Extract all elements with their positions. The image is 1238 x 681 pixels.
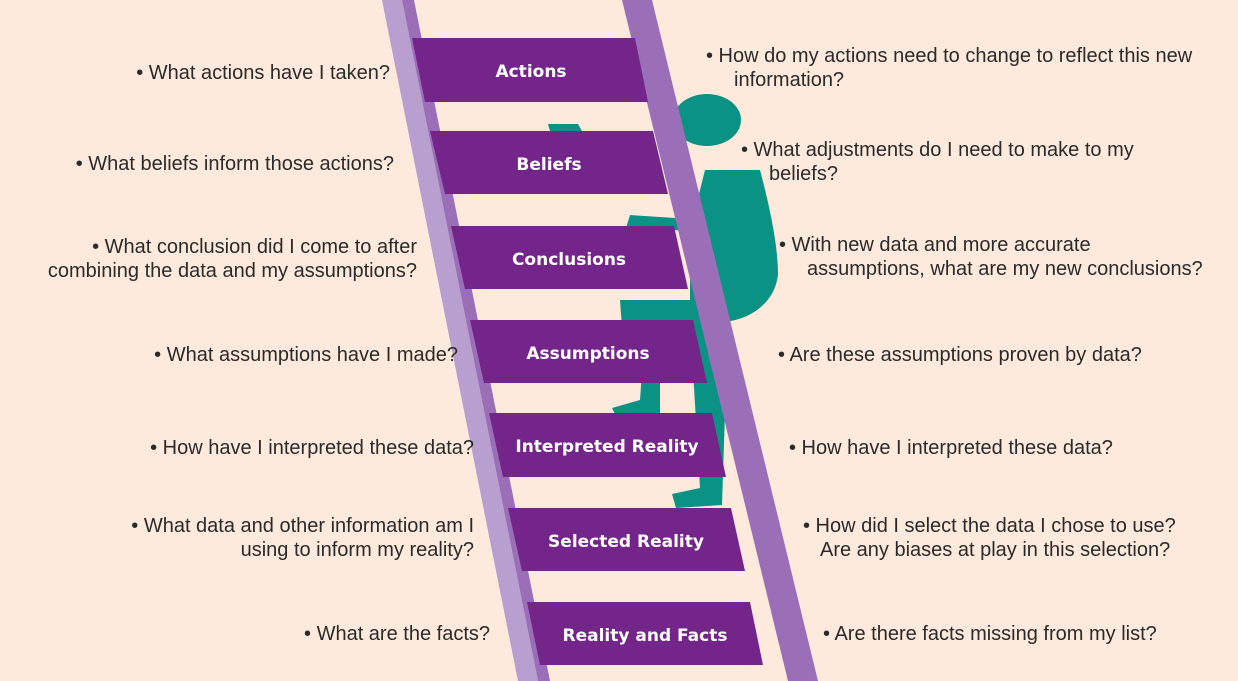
left-question-line: combining the data and my assumptions? bbox=[47, 260, 417, 282]
rung-bar bbox=[489, 413, 726, 477]
right-question-actions: • How do my actions need to change to re… bbox=[706, 44, 1192, 92]
left-question-reality-and-facts: • What are the facts? bbox=[304, 623, 490, 645]
figure-arm bbox=[626, 178, 740, 232]
figure-head bbox=[673, 94, 741, 146]
right-question-interpreted-reality: • How have I interpreted these data? bbox=[789, 437, 1113, 459]
rung-label: Reality and Facts bbox=[563, 626, 728, 646]
right-question-line: Are any biases at play in this selection… bbox=[820, 539, 1171, 561]
right-question-line: • What adjustments do I need to make to … bbox=[741, 139, 1134, 161]
left-question-interpreted-reality: • How have I interpreted these data? bbox=[150, 437, 474, 459]
rung-bar bbox=[412, 38, 648, 102]
rung-bar bbox=[430, 131, 668, 194]
rung-label: Actions bbox=[495, 62, 566, 82]
left-question-line: • What conclusion did I come to after bbox=[92, 236, 417, 258]
rung-label: Interpreted Reality bbox=[515, 437, 698, 457]
right-question-line: • How did I select the data I chose to u… bbox=[803, 515, 1176, 537]
left-question-conclusions: • What conclusion did I come to after co… bbox=[48, 235, 417, 283]
left-question-actions: • What actions have I taken? bbox=[136, 62, 390, 84]
right-question-line: beliefs? bbox=[769, 163, 838, 185]
rung-bar bbox=[508, 508, 745, 571]
rung-assumptions: Assumptions bbox=[470, 320, 707, 383]
rung-bar bbox=[527, 602, 763, 665]
ladder-left-rail bbox=[382, 0, 538, 681]
rung-label: Conclusions bbox=[512, 250, 626, 270]
right-question-reality-and-facts: • Are there facts missing from my list? bbox=[823, 623, 1157, 645]
right-question-assumptions: • Are these assumptions proven by data? bbox=[778, 344, 1142, 366]
right-question-beliefs: • What adjustments do I need to make to … bbox=[741, 138, 1134, 186]
ladder-right-rail bbox=[622, 0, 818, 681]
rung-actions: Actions bbox=[412, 38, 648, 102]
rung-beliefs: Beliefs bbox=[430, 131, 668, 194]
left-question-beliefs: • What beliefs inform those actions? bbox=[75, 153, 394, 175]
rung-reality-and-facts: Reality and Facts bbox=[527, 602, 763, 665]
left-question-selected-reality: • What data and other information am I u… bbox=[131, 514, 474, 562]
right-question-line: • How do my actions need to change to re… bbox=[706, 45, 1193, 67]
right-question-line: assumptions, what are my new conclusions… bbox=[807, 258, 1203, 280]
rung-selected-reality: Selected Reality bbox=[508, 508, 745, 571]
right-question-conclusions: • With new data and more accurate assump… bbox=[779, 233, 1203, 281]
rung-bar bbox=[451, 226, 688, 289]
left-question-line: • What data and other information am I bbox=[131, 515, 474, 537]
left-question-line: using to inform my reality? bbox=[240, 539, 474, 561]
rung-conclusions: Conclusions bbox=[451, 226, 688, 289]
rung-label: Beliefs bbox=[516, 155, 581, 175]
right-question-line: information? bbox=[734, 69, 845, 91]
rung-label: Assumptions bbox=[526, 344, 649, 364]
rung-label: Selected Reality bbox=[548, 532, 704, 552]
left-question-assumptions: • What assumptions have I made? bbox=[154, 344, 458, 366]
right-question-line: • With new data and more accurate bbox=[779, 234, 1091, 256]
rung-bar bbox=[470, 320, 707, 383]
right-question-selected-reality: • How did I select the data I chose to u… bbox=[803, 514, 1176, 562]
rung-interpreted-reality: Interpreted Reality bbox=[489, 413, 726, 477]
